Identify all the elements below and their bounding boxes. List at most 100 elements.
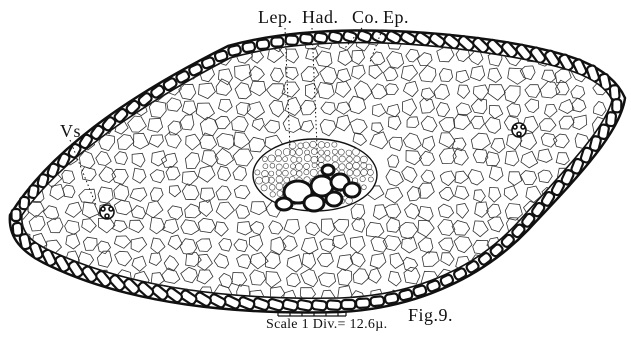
mesophyll-cell <box>523 33 537 47</box>
mesophyll-cell <box>43 283 58 301</box>
mesophyll-cell <box>28 99 43 116</box>
label-leptome: Lep. <box>258 8 292 26</box>
mesophyll-cell <box>30 86 47 103</box>
mesophyll-cell <box>490 273 505 287</box>
mesophyll-cell <box>591 187 605 201</box>
epidermis-cell <box>228 45 242 56</box>
mesophyll-cell <box>112 67 132 85</box>
mesophyll-cell <box>523 271 536 285</box>
mesophyll-cell <box>456 289 472 303</box>
mesophyll-cell <box>589 172 607 186</box>
mesophyll-cell <box>524 252 541 269</box>
mesophyll-cell <box>608 150 623 164</box>
mesophyll-cell <box>15 66 30 83</box>
epidermis-cell <box>242 42 255 53</box>
mesophyll-cell <box>45 33 60 46</box>
mesophyll-cell <box>587 285 602 300</box>
mesophyll-cell <box>556 201 569 214</box>
epidermis-cell <box>297 300 313 311</box>
mesophyll-cell <box>149 34 164 49</box>
epidermis-cell <box>314 32 328 43</box>
mesophyll-cell <box>10 117 26 132</box>
mesophyll-cell <box>507 271 520 283</box>
mesophyll-cell <box>131 67 146 82</box>
mesophyll-cell <box>97 32 114 47</box>
mesophyll-cell <box>9 46 26 64</box>
mesophyll-cell <box>554 256 571 273</box>
epidermis-cell <box>13 223 23 236</box>
mesophyll-cell <box>62 286 79 303</box>
mesophyll-cell <box>576 240 590 253</box>
mesophyll-cell <box>45 66 60 81</box>
mesophyll-cell <box>589 271 607 287</box>
mesophyll-cell <box>80 52 96 67</box>
mesophyll-cell <box>541 290 555 303</box>
mesophyll-cell <box>99 289 115 305</box>
mesophyll-cell <box>573 185 585 199</box>
mesophyll-cell <box>536 271 553 288</box>
mesophyll-cell <box>29 151 46 169</box>
mesophyll-cell <box>607 205 623 220</box>
mesophyll-cell <box>608 222 623 238</box>
mesophyll-cell <box>131 52 148 67</box>
mesophyll-cell <box>28 286 42 302</box>
mesophyll-cell <box>559 36 573 49</box>
mesophyll-cell <box>608 137 624 150</box>
epidermis-cell <box>399 289 413 301</box>
mesophyll-cell <box>118 87 132 100</box>
mesophyll-cell <box>64 32 77 46</box>
mesophyll-cell <box>612 166 624 181</box>
mesophyll-cell <box>93 82 112 99</box>
mesophyll-cell <box>606 270 620 284</box>
mesophyll-cell <box>523 288 538 303</box>
mesophyll-cell <box>31 49 45 67</box>
mesophyll-cell <box>606 238 623 254</box>
epidermis-cell <box>300 34 313 44</box>
central-vascular-bundle <box>253 139 377 211</box>
mesophyll-cell <box>49 51 64 65</box>
mesophyll-cell <box>10 37 24 50</box>
mesophyll-cell <box>475 287 488 301</box>
mesophyll-cell <box>30 115 45 130</box>
mesophyll-cell <box>82 70 94 82</box>
mesophyll-cell <box>12 86 27 102</box>
mesophyll-cell <box>572 256 587 273</box>
mesophyll-cell <box>487 285 502 299</box>
mesophyll-cell <box>27 268 44 286</box>
epidermis-cell <box>312 300 327 311</box>
mesophyll-cell <box>82 81 99 98</box>
mesophyll-cell <box>62 81 78 96</box>
mesophyll-cell <box>608 284 622 300</box>
mesophyll-cell <box>558 237 574 253</box>
mesophyll-cell <box>112 35 129 51</box>
epidermis-cell <box>257 39 270 49</box>
mesophyll-cell <box>83 286 98 302</box>
mesophyll-cell <box>99 48 116 65</box>
epidermis-cell <box>12 209 21 221</box>
scale-caption: Scale 1 Div.= 12.6µ. <box>266 318 387 332</box>
mesophyll-cell <box>61 48 76 62</box>
epidermis-cell <box>370 296 384 306</box>
epidermis-cell <box>328 31 342 43</box>
mesophyll-cell <box>539 252 555 269</box>
mesophyll-cell <box>11 270 28 287</box>
mesophyll-cell <box>27 66 44 82</box>
epidermis-cell <box>612 99 621 112</box>
mesophyll-cell <box>593 218 606 233</box>
mesophyll-cell <box>29 137 45 154</box>
mesophyll-cell <box>592 199 606 214</box>
mesophyll-cell <box>608 185 622 198</box>
label-vascular-strand: Vs. <box>60 122 86 140</box>
vascular-strand-left <box>100 205 114 219</box>
epidermis-cell <box>327 300 342 310</box>
mesophyll-cell <box>595 253 608 265</box>
mesophyll-cell <box>522 235 540 251</box>
mesophyll-cell <box>132 31 148 45</box>
mesophyll-cell <box>608 35 624 51</box>
vascular-strand-right <box>512 123 526 137</box>
mesophyll-cell <box>608 249 625 266</box>
mesophyll-cell <box>15 253 27 267</box>
mesophyll-cell <box>83 100 99 114</box>
mesophyll-cell <box>555 287 569 299</box>
